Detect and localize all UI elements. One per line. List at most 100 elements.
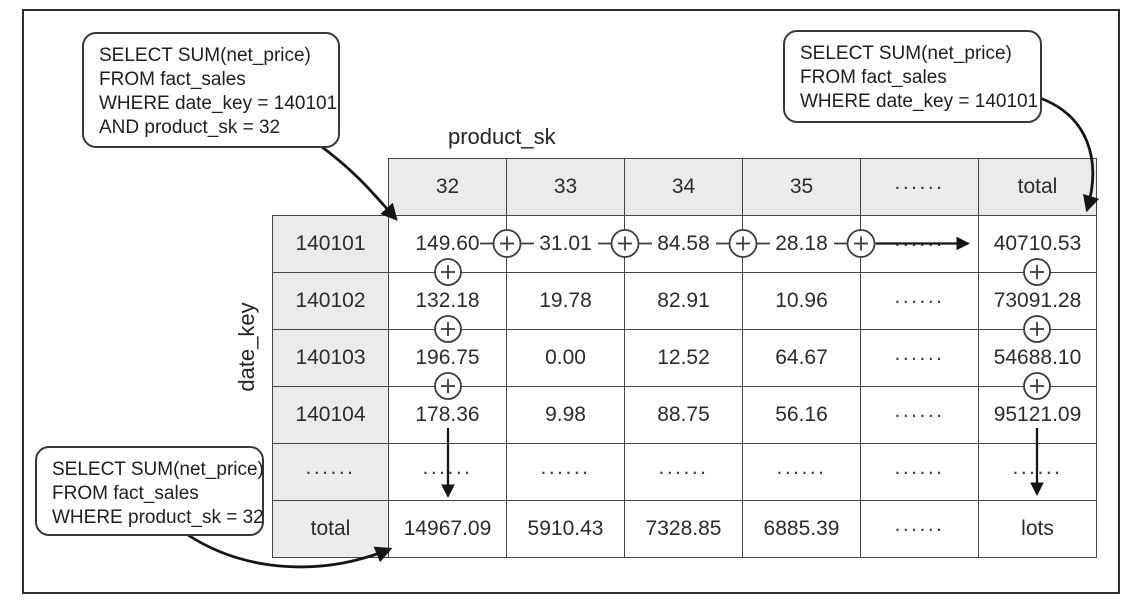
table-cell: ...... bbox=[860, 386, 979, 444]
cell-value: 84.58 bbox=[657, 232, 710, 255]
cell-value: 9.98 bbox=[545, 403, 586, 426]
table-cell: 19.78 bbox=[506, 272, 625, 330]
table-row: 140101 149.60 31.01 84.58 28.18 ...... 4… bbox=[272, 215, 1097, 273]
table-cell: ...... bbox=[860, 329, 979, 387]
table-cell: ...... bbox=[978, 443, 1097, 501]
table-cell: 178.36 bbox=[388, 386, 507, 444]
cell-value: 12.52 bbox=[657, 346, 710, 369]
cell-value: 95121.09 bbox=[993, 403, 1082, 426]
table-row: 140103 196.75 0.00 12.52 64.67 ...... 54… bbox=[272, 329, 1097, 387]
column-header-row: 32 33 34 35 ...... total bbox=[273, 158, 1097, 216]
row-header-label: ...... bbox=[305, 456, 356, 479]
cell-value: 14967.09 bbox=[403, 517, 492, 540]
sql-callout-cell-query: SELECT SUM(net_price) FROM fact_sales WH… bbox=[82, 32, 340, 148]
table-cell: ...... bbox=[860, 272, 979, 330]
row-header-label: 140104 bbox=[295, 403, 366, 426]
sql-line: SELECT SUM(net_price) bbox=[99, 45, 311, 66]
row-header-cell: 140104 bbox=[272, 386, 389, 444]
cell-value: 149.60 bbox=[415, 232, 480, 255]
cell-value: 5910.43 bbox=[527, 517, 604, 540]
table-cell: 10.96 bbox=[742, 272, 861, 330]
table-cell: 28.18 bbox=[742, 215, 861, 273]
column-axis-label: product_sk bbox=[448, 124, 556, 149]
cell-value: 88.75 bbox=[657, 403, 710, 426]
column-header-cell: ...... bbox=[860, 158, 979, 216]
sql-line: SELECT SUM(net_price) bbox=[52, 459, 264, 480]
table-row: 140104 178.36 9.98 88.75 56.16 ...... 95… bbox=[272, 386, 1097, 444]
cell-value: 82.91 bbox=[657, 289, 710, 312]
row-header-cell: 140102 bbox=[272, 272, 389, 330]
cell-value: 178.36 bbox=[415, 403, 480, 426]
table-cell: ...... bbox=[860, 443, 979, 501]
data-cube-table: 32 33 34 35 ...... total 140101 149.60 3… bbox=[272, 158, 1097, 558]
table-cell: 149.60 bbox=[388, 215, 507, 273]
cell-value: 19.78 bbox=[539, 289, 592, 312]
row-header-label: 140102 bbox=[295, 289, 366, 312]
table-cell: 14967.09 bbox=[388, 500, 507, 558]
cell-value: 54688.10 bbox=[993, 346, 1082, 369]
table-cell: 56.16 bbox=[742, 386, 861, 444]
table-cell: lots bbox=[978, 500, 1097, 558]
cell-value: 64.67 bbox=[775, 346, 828, 369]
cell-value: 132.18 bbox=[415, 289, 480, 312]
sql-callout-column-total-query: SELECT SUM(net_price) FROM fact_sales WH… bbox=[35, 446, 264, 536]
row-header-label: total bbox=[310, 517, 351, 540]
table-cell: 31.01 bbox=[506, 215, 625, 273]
table-row-total: total 14967.09 5910.43 7328.85 6885.39 .… bbox=[272, 500, 1097, 558]
table-row: 140102 132.18 19.78 82.91 10.96 ...... 7… bbox=[272, 272, 1097, 330]
table-cell: 40710.53 bbox=[978, 215, 1097, 273]
table-cell: 82.91 bbox=[624, 272, 743, 330]
row-header-cell: 140101 bbox=[272, 215, 389, 273]
cell-value: ...... bbox=[894, 456, 945, 479]
cell-value: 73091.28 bbox=[993, 289, 1082, 312]
cell-value: ...... bbox=[894, 399, 945, 422]
cell-value: 28.18 bbox=[775, 232, 828, 255]
sql-line: WHERE date_key = 140101 bbox=[800, 91, 1039, 112]
cell-value: 0.00 bbox=[545, 346, 586, 369]
cell-value: 10.96 bbox=[775, 289, 828, 312]
column-header-label: 34 bbox=[671, 175, 696, 198]
table-cell: 196.75 bbox=[388, 329, 507, 387]
cell-value: 196.75 bbox=[415, 346, 480, 369]
column-header-label: ...... bbox=[894, 171, 945, 194]
cell-value: 6885.39 bbox=[763, 517, 840, 540]
table-cell: 132.18 bbox=[388, 272, 507, 330]
row-header-cell: ...... bbox=[272, 443, 389, 501]
sql-line: FROM fact_sales bbox=[52, 483, 199, 504]
cell-value: 7328.85 bbox=[645, 517, 722, 540]
sql-callout-row-total-query: SELECT SUM(net_price) FROM fact_sales WH… bbox=[783, 30, 1042, 123]
table-cell: 6885.39 bbox=[742, 500, 861, 558]
column-header-label: 32 bbox=[435, 175, 460, 198]
table-cell: ...... bbox=[506, 443, 625, 501]
table-cell: ...... bbox=[388, 443, 507, 501]
table-cell: 0.00 bbox=[506, 329, 625, 387]
cell-value: ...... bbox=[540, 456, 591, 479]
sql-line: AND product_sk = 32 bbox=[99, 117, 281, 138]
row-header-label: 140101 bbox=[295, 232, 366, 255]
table-cell: 88.75 bbox=[624, 386, 743, 444]
column-header-cell: 34 bbox=[624, 158, 743, 216]
cell-value: ...... bbox=[894, 285, 945, 308]
table-cell: 73091.28 bbox=[978, 272, 1097, 330]
row-header-label: 140103 bbox=[295, 346, 366, 369]
row-header-cell: total bbox=[272, 500, 389, 558]
sql-line: FROM fact_sales bbox=[99, 69, 246, 90]
column-header-cell: 33 bbox=[506, 158, 625, 216]
table-cell: 64.67 bbox=[742, 329, 861, 387]
table-cell: ...... bbox=[624, 443, 743, 501]
table-cell: 12.52 bbox=[624, 329, 743, 387]
column-header-label: 35 bbox=[789, 175, 814, 198]
cell-value: lots bbox=[1021, 517, 1054, 540]
column-header-cell: total bbox=[978, 158, 1097, 216]
cell-value: 56.16 bbox=[775, 403, 828, 426]
cell-value: ...... bbox=[1012, 456, 1063, 479]
sql-line: WHERE product_sk = 32 bbox=[52, 507, 264, 528]
sql-line: FROM fact_sales bbox=[800, 67, 947, 88]
table-cell: 95121.09 bbox=[978, 386, 1097, 444]
column-header-label: 33 bbox=[553, 175, 578, 198]
corner-cell bbox=[273, 159, 389, 216]
table-row: ...... ...... ...... ...... ...... .....… bbox=[272, 443, 1097, 501]
cell-value: ...... bbox=[894, 513, 945, 536]
table-cell: ...... bbox=[860, 500, 979, 558]
cell-value: ...... bbox=[894, 342, 945, 365]
